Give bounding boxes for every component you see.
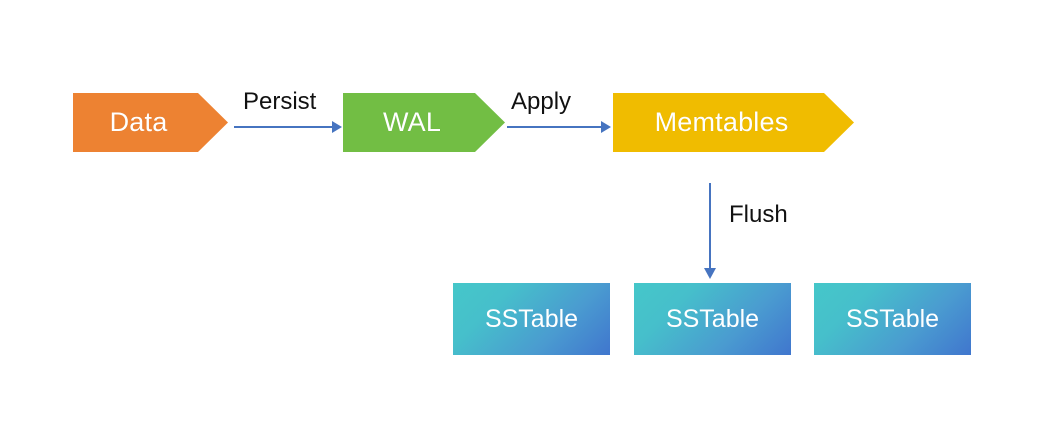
node-sstable-2[interactable]: SSTable bbox=[634, 283, 791, 355]
arrow-head-icon bbox=[332, 121, 342, 133]
node-sstable-3[interactable]: SSTable bbox=[814, 283, 971, 355]
node-wal-label: WAL bbox=[382, 107, 442, 137]
node-memtables-label: Memtables bbox=[654, 107, 789, 137]
node-data-label: Data bbox=[109, 107, 168, 137]
node-wal[interactable]: WAL bbox=[343, 93, 505, 152]
arrow-shaft bbox=[234, 126, 333, 128]
arrow-head-icon bbox=[601, 121, 611, 133]
node-sstable-3-label: SSTable bbox=[845, 304, 940, 333]
edge-label-persist: Persist bbox=[243, 88, 317, 115]
arrow-shaft bbox=[709, 183, 711, 269]
node-memtables[interactable]: Memtables bbox=[613, 93, 854, 152]
node-sstable-2-label: SSTable bbox=[665, 304, 760, 333]
edge-label-flush: Flush bbox=[729, 201, 788, 228]
edge-arrow-flush bbox=[704, 183, 716, 279]
arrow-shaft bbox=[507, 126, 602, 128]
arrow-head-down-icon bbox=[704, 268, 716, 279]
edge-arrow-persist bbox=[234, 121, 342, 133]
node-sstable-1-label: SSTable bbox=[484, 304, 579, 333]
edge-label-apply: Apply bbox=[511, 88, 572, 115]
node-sstable-1[interactable]: SSTable bbox=[453, 283, 610, 355]
edge-arrow-apply bbox=[507, 121, 611, 133]
node-data[interactable]: Data bbox=[73, 93, 228, 152]
